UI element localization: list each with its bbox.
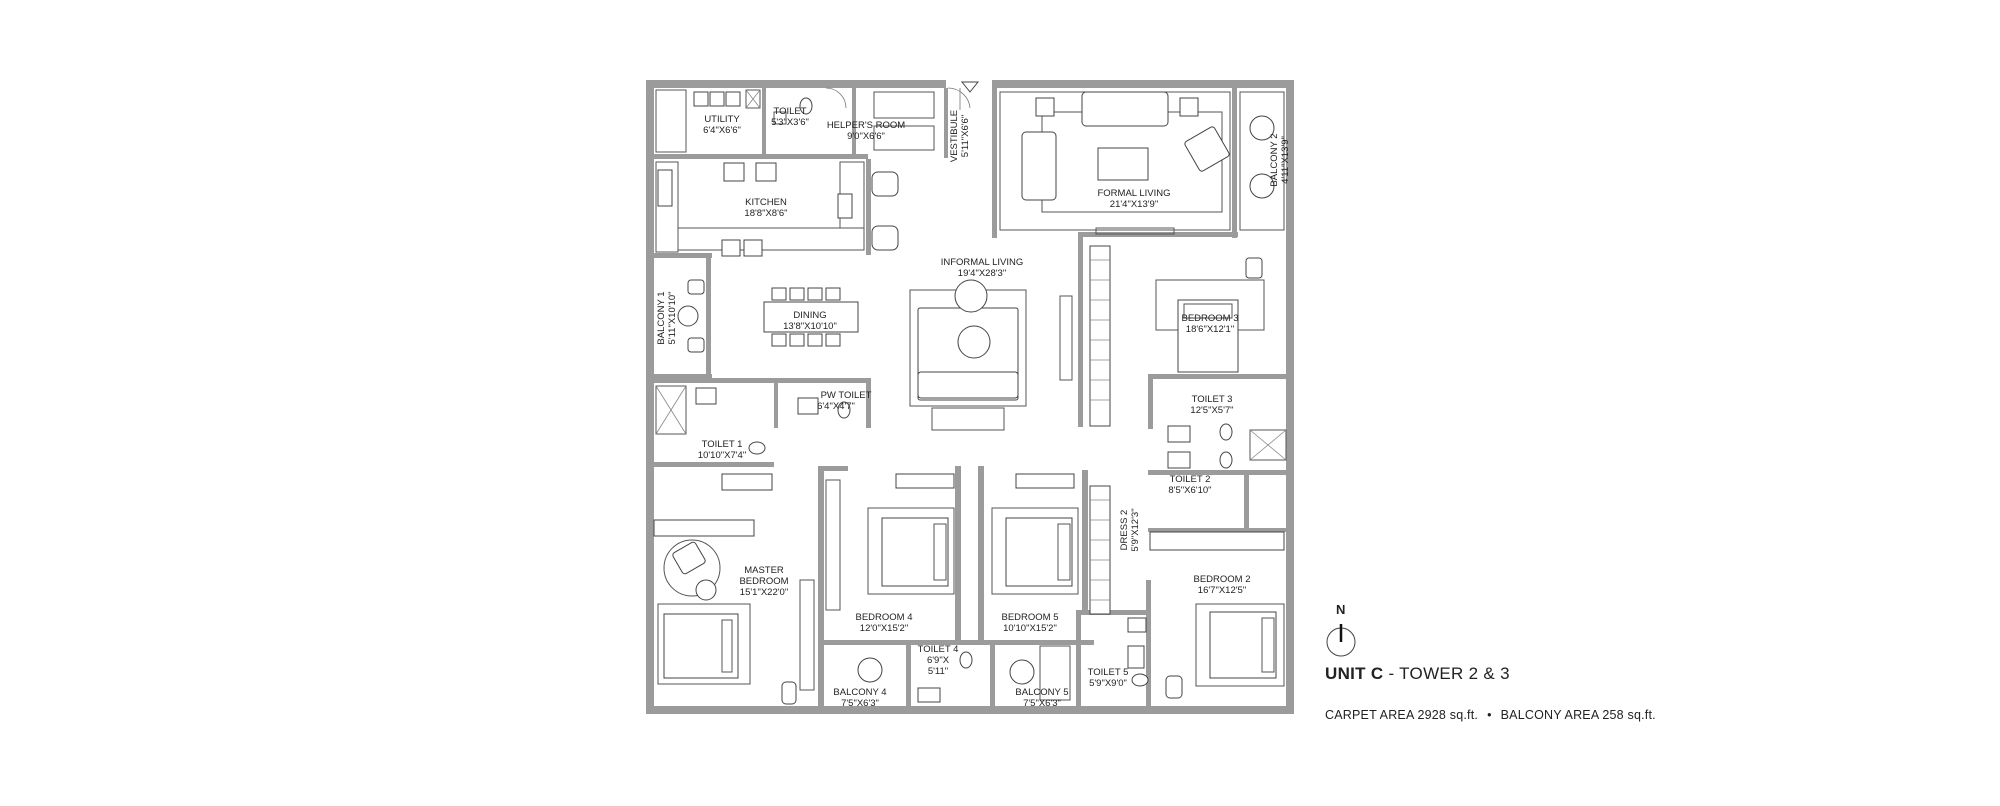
label-balcony-4: BALCONY 4 bbox=[833, 687, 886, 698]
balcony-1-fixtures bbox=[677, 279, 705, 353]
label-balcony-1: BALCONY 1 bbox=[656, 291, 667, 344]
label-balcony-4-dim: 7'5"X6'3" bbox=[841, 698, 879, 709]
label-pw-toilet: PW TOILET bbox=[821, 390, 872, 401]
label-utility: UTILITY bbox=[704, 114, 740, 125]
label-dining: DINING bbox=[793, 310, 826, 321]
unit-title: UNIT C - TOWER 2 & 3 bbox=[1325, 664, 1510, 684]
label-pw-toilet-dim: 6'4"X4'7" bbox=[817, 401, 855, 412]
label-balcony-1-dim: 5'11"X10'10" bbox=[667, 292, 678, 345]
label-toilet-5: TOILET 5 bbox=[1088, 667, 1129, 678]
north-compass: N bbox=[1323, 602, 1363, 662]
label-vestibule-dim: 5'11"X6'6" bbox=[960, 115, 971, 157]
label-formal-living-dim: 21'4"X13'9" bbox=[1110, 199, 1158, 210]
label-informal-living: INFORMAL LIVING bbox=[941, 257, 1024, 268]
label-toilet-service-dim: 5'3"X3'6" bbox=[771, 117, 809, 128]
label-toilet-3: TOILET 3 bbox=[1192, 394, 1233, 405]
label-toilet-2-dim: 8'5"X6'10" bbox=[1168, 485, 1211, 496]
label-toilet-5-dim: 5'9"X9'0" bbox=[1089, 678, 1127, 689]
label-dress-2-dim: 5'9"X12'3" bbox=[1130, 508, 1141, 551]
label-toilet-4: TOILET 4 bbox=[918, 644, 959, 655]
balcony-area: BALCONY AREA 258 sq.ft. bbox=[1500, 708, 1656, 722]
toilet-fixtures-right bbox=[1167, 423, 1287, 469]
label-bedroom-3: BEDROOM 3 bbox=[1181, 313, 1238, 324]
label-kitchen: KITCHEN bbox=[745, 197, 787, 208]
label-dining-dim: 13'8"X10'10" bbox=[783, 321, 837, 332]
label-toilet-4-dim: 6'9"X bbox=[927, 655, 950, 666]
unit-title-bold: UNIT C bbox=[1325, 664, 1384, 683]
living-dining-furniture bbox=[763, 171, 1073, 431]
toilet-1-fixtures bbox=[655, 385, 851, 455]
label-balcony-2-dim: 4'11"X13'9" bbox=[1280, 136, 1291, 184]
label-toilet-4-dim-2: 5'11" bbox=[928, 666, 948, 677]
label-helpers-room-dim: 9'0"X6'6" bbox=[847, 131, 885, 142]
label-balcony-5-dim: 7'5"X6'3" bbox=[1023, 698, 1061, 709]
room-labels: UTILITY 6'4"X6'6" TOILET 5'3"X3'6" HELPE… bbox=[656, 106, 1291, 709]
label-toilet-service: TOILET bbox=[773, 106, 806, 117]
label-toilet-1: TOILET 1 bbox=[702, 439, 743, 450]
bedroom-2-furniture bbox=[1127, 531, 1285, 699]
unit-title-rest: - TOWER 2 & 3 bbox=[1383, 664, 1510, 683]
label-helpers-room: HELPER'S ROOM bbox=[827, 120, 905, 131]
master-bedroom-furniture bbox=[653, 473, 815, 691]
bedroom-3-furniture bbox=[1089, 245, 1265, 427]
formal-living-furniture bbox=[999, 91, 1285, 235]
label-informal-living-dim: 19'4"X28'3" bbox=[958, 268, 1006, 279]
label-master-bedroom: MASTER bbox=[744, 565, 784, 576]
interior-walls bbox=[654, 88, 1294, 706]
label-vestibule: VESTIBULE bbox=[949, 110, 960, 162]
label-bedroom-2: BEDROOM 2 bbox=[1193, 574, 1250, 585]
label-formal-living: FORMAL LIVING bbox=[1097, 188, 1170, 199]
label-toilet-3-dim: 12'5"X5'7" bbox=[1190, 405, 1233, 416]
label-bedroom-4: BEDROOM 4 bbox=[855, 612, 912, 623]
outer-walls bbox=[646, 80, 1294, 714]
lower-balcony-fixtures bbox=[781, 645, 1145, 705]
label-bedroom-5-dim: 10'10"X15'2" bbox=[1003, 623, 1057, 634]
bedroom-4-5-furniture bbox=[825, 473, 1111, 615]
label-master-bedroom-2: BEDROOM bbox=[739, 576, 788, 587]
kitchen-fixtures bbox=[655, 161, 865, 257]
label-bedroom-3-dim: 18'6"X12'1" bbox=[1186, 324, 1234, 335]
compass-icon bbox=[1326, 624, 1356, 657]
north-label: N bbox=[1336, 602, 1346, 617]
label-balcony-2: BALCONY 2 bbox=[1269, 133, 1280, 186]
area-summary: CARPET AREA 2928 sq.ft. • BALCONY AREA 258… bbox=[1325, 708, 1656, 722]
area-bullet: • bbox=[1487, 708, 1492, 722]
label-toilet-1-dim: 10'10"X7'4" bbox=[698, 450, 746, 461]
label-toilet-2: TOILET 2 bbox=[1170, 474, 1211, 485]
carpet-area: CARPET AREA 2928 sq.ft. bbox=[1325, 708, 1479, 722]
label-master-bedroom-dim: 15'1"X22'0" bbox=[740, 587, 788, 598]
utility-fixtures bbox=[655, 81, 980, 153]
label-bedroom-4-dim: 12'0"X15'2" bbox=[860, 623, 908, 634]
label-bedroom-5: BEDROOM 5 bbox=[1001, 612, 1058, 623]
label-dress-2: DRESS 2 bbox=[1119, 510, 1130, 551]
label-kitchen-dim: 18'8"X8'6" bbox=[744, 208, 787, 219]
label-balcony-5: BALCONY 5 bbox=[1015, 687, 1068, 698]
label-utility-dim: 6'4"X6'6" bbox=[703, 125, 741, 136]
label-bedroom-2-dim: 16'7"X12'5" bbox=[1198, 585, 1246, 596]
